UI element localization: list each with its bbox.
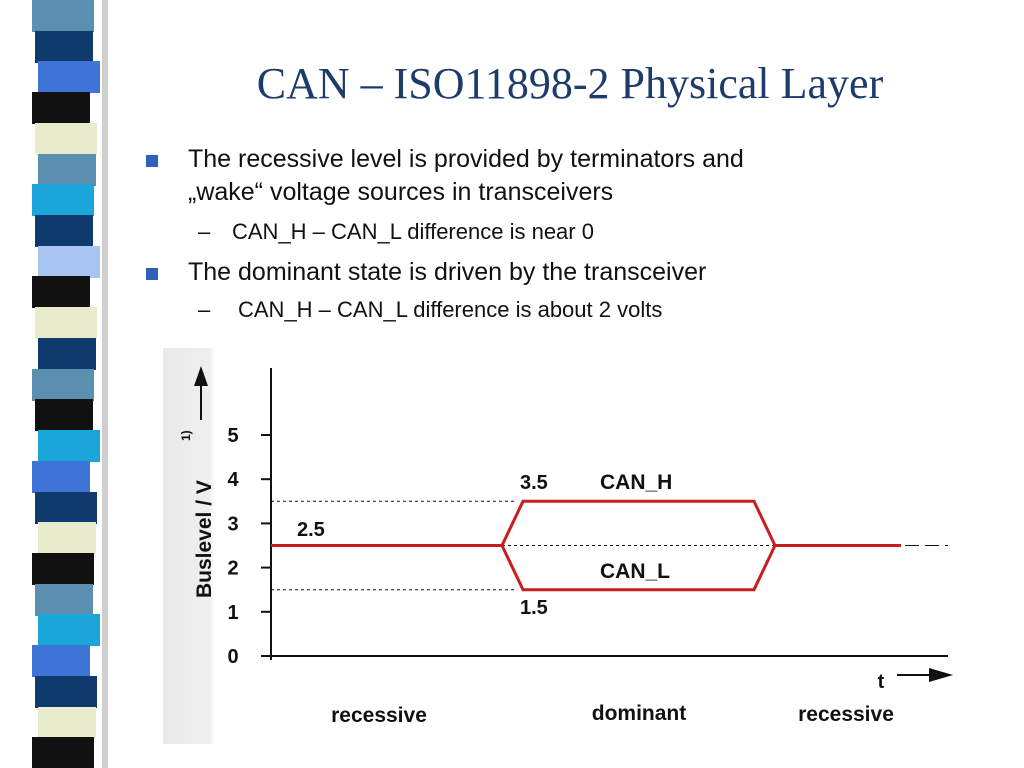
bullet-line: The recessive level is provided by termi…: [188, 145, 744, 173]
series-label-can-l: CAN_L: [600, 560, 670, 583]
slide-title: CAN – ISO11898-2 Physical Layer: [256, 59, 884, 108]
y-axis-label: Buslevel / V: [193, 480, 216, 598]
series-can-h: [271, 499, 901, 547]
y-tick-label: 3: [227, 513, 238, 535]
stripe-segment: [38, 614, 100, 646]
stripe-segment: [38, 430, 100, 462]
y-direction-arrow-head: [194, 366, 208, 386]
y-tick-label: 1: [227, 602, 238, 624]
stripe-segment: [35, 676, 97, 708]
decorative-stripe-bar: [32, 0, 108, 768]
stripe-segment: [38, 707, 96, 739]
level-label-high: 3.5: [520, 472, 548, 494]
state-label-recessive-start: recessive: [331, 704, 427, 727]
stripe-segment: [32, 461, 90, 493]
bullet-line: „wake“ voltage sources in transceivers: [188, 178, 614, 206]
y-tick-label: 4: [227, 469, 239, 491]
stripe-segment: [35, 123, 97, 155]
square-bullet-icon: [146, 155, 158, 167]
sub-bullet-text: CAN_H – CAN_L difference is near 0: [232, 219, 594, 244]
state-label-recessive-end: recessive: [798, 703, 894, 726]
state-label-dominant: dominant: [592, 702, 687, 725]
sub-bullet-text: CAN_H – CAN_L difference is about 2 volt…: [238, 297, 663, 322]
stripe-segment: [32, 276, 90, 308]
stripe-segment: [35, 399, 93, 431]
level-label-recessive: 2.5: [297, 519, 325, 541]
stripe-segment: [38, 246, 100, 278]
stripe-segment: [32, 737, 94, 768]
left-margin: [0, 0, 32, 768]
dash-marker: –: [198, 297, 211, 322]
stripe-segment: [38, 338, 96, 370]
time-arrow-head: [929, 668, 953, 682]
stripe-segment: [35, 492, 97, 524]
square-bullet-icon: [146, 268, 158, 280]
stripe-segment: [32, 92, 90, 124]
series-can-l: [271, 544, 901, 592]
stripe-segment: [35, 31, 93, 63]
level-label-low: 1.5: [520, 597, 548, 619]
x-axis-label: t: [878, 671, 885, 693]
stripe-segment: [32, 553, 94, 585]
y-axis-footnote: 1): [179, 430, 193, 441]
bullet-line: The dominant state is driven by the tran…: [188, 258, 707, 286]
stripe-segment: [35, 215, 93, 247]
stripe-segment: [32, 184, 94, 216]
y-tick-label: 2: [227, 558, 238, 580]
stripe-segment: [32, 0, 94, 32]
stripe-segment: [38, 154, 96, 186]
stripe-segment: [38, 522, 96, 554]
stripe-segment: [32, 369, 94, 401]
stripe-segment: [32, 645, 90, 677]
stripe-segment: [35, 584, 93, 616]
stripe-segment: [35, 307, 97, 339]
y-tick-label: 5: [227, 425, 238, 447]
dash-marker: –: [198, 219, 211, 244]
series-label-can-h: CAN_H: [600, 471, 672, 494]
stripe-segment: [38, 61, 100, 93]
y-tick-label: 0: [227, 646, 238, 668]
